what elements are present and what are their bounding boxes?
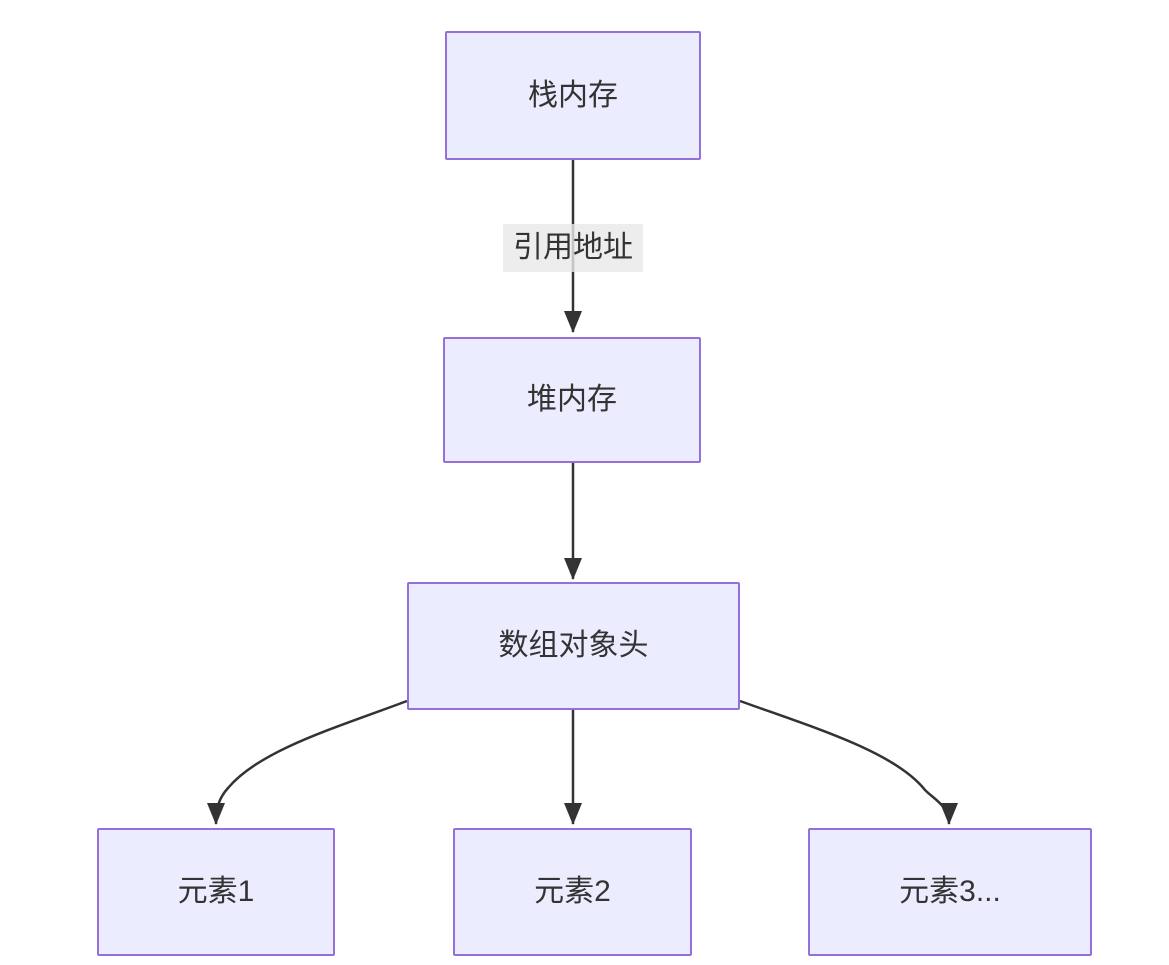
node-element-2-label: 元素2 bbox=[534, 875, 611, 908]
node-heap-memory[interactable]: 堆内存 bbox=[443, 337, 701, 463]
node-heap-memory-label: 堆内存 bbox=[527, 383, 617, 416]
edge-label-reference-address: 引用地址 bbox=[503, 224, 643, 272]
node-array-object-header-label: 数组对象头 bbox=[498, 629, 649, 662]
edge-header-to-el3 bbox=[739, 699, 958, 825]
node-element-2[interactable]: 元素2 bbox=[453, 828, 692, 956]
edge-header-to-el1 bbox=[207, 699, 408, 825]
node-element-3-label: 元素3... bbox=[899, 875, 1001, 908]
node-array-object-header[interactable]: 数组对象头 bbox=[407, 582, 740, 710]
node-stack-memory[interactable]: 栈内存 bbox=[445, 31, 701, 160]
node-element-1[interactable]: 元素1 bbox=[97, 828, 335, 956]
node-element-3[interactable]: 元素3... bbox=[808, 828, 1092, 956]
node-element-1-label: 元素1 bbox=[177, 875, 255, 908]
node-stack-memory-label: 栈内存 bbox=[528, 78, 618, 112]
